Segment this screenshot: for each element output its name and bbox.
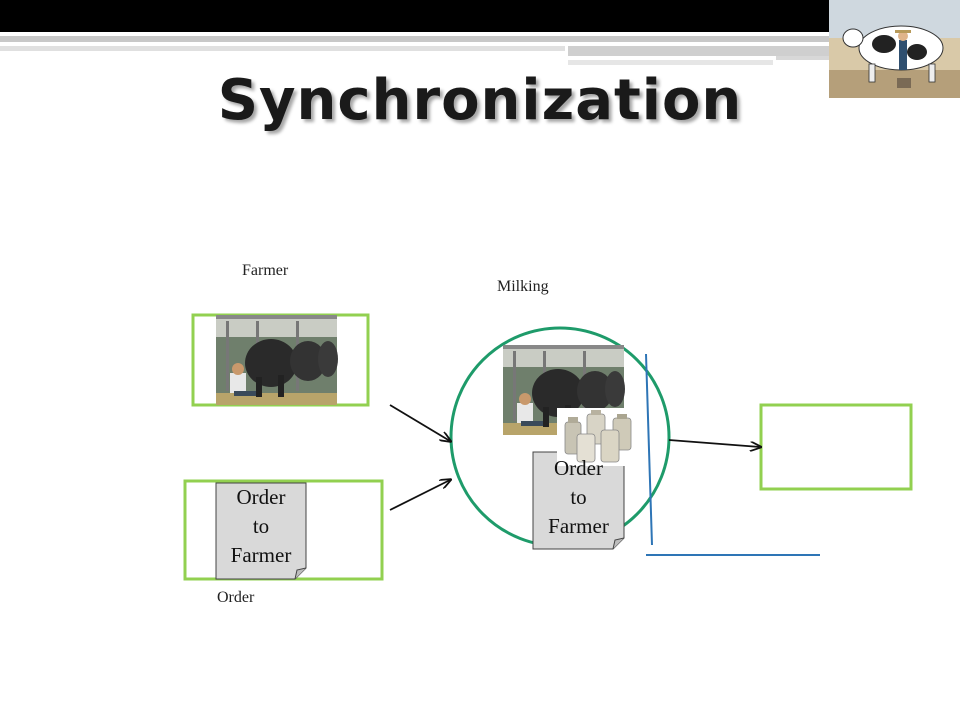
farmer-to-milking-arrow xyxy=(389,404,450,441)
milking-doc-line-2: to xyxy=(570,485,587,509)
order-to-milking-arrow xyxy=(389,480,450,511)
vertical-blue-line xyxy=(645,353,653,546)
output-box xyxy=(759,403,913,491)
order-doc-line-3: Farmer xyxy=(230,543,292,567)
slide-title: Synchronization xyxy=(217,68,743,133)
farmer-photo-icon xyxy=(216,315,338,405)
farmer-label: Farmer xyxy=(242,262,289,279)
milking-doc-line-1: Order xyxy=(554,456,603,480)
milking-doc-line-3: Farmer xyxy=(548,514,609,538)
milking-to-output-arrow xyxy=(668,439,760,447)
order-doc-line-1: Order xyxy=(236,485,286,509)
order-doc-line-2: to xyxy=(252,514,270,538)
milking-document-text: Order to Farmer xyxy=(533,454,624,541)
order-label: Order xyxy=(217,589,255,606)
order-document-text: Order to Farmer xyxy=(216,483,306,570)
cow-painting-icon xyxy=(829,0,960,98)
milking-label: Milking xyxy=(497,278,549,295)
header-decoration xyxy=(0,0,830,65)
